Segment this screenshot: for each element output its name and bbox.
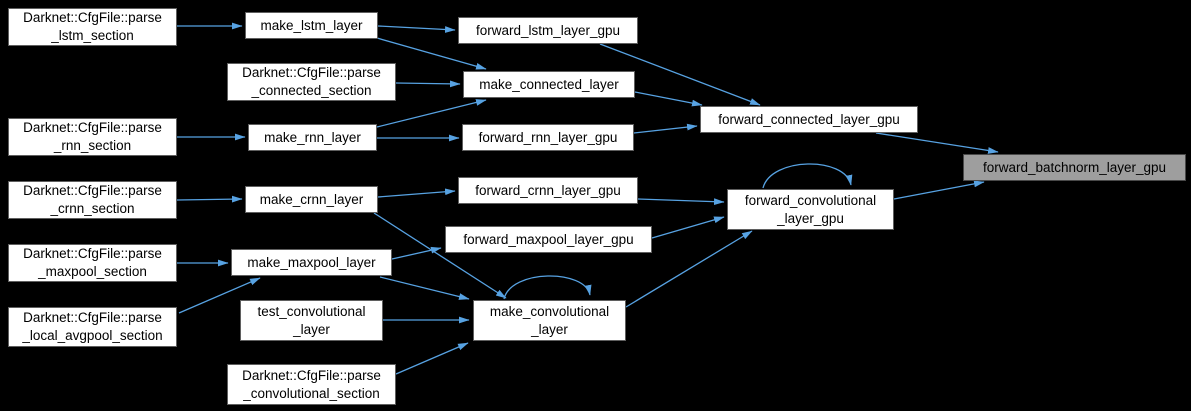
node-forward-rnn-layer-gpu[interactable]: forward_rnn_layer_gpu xyxy=(462,124,634,151)
edge-forward_rnn_layer_gpu-to-forward_connected_layer_gpu xyxy=(633,123,698,134)
edge-parse_local_avgpool_section-to-make_maxpool_layer xyxy=(178,277,261,314)
node-parse-maxpool-section[interactable]: Darknet::CfgFile::parse _maxpool_section xyxy=(8,244,177,282)
node-forward-batchnorm-layer-gpu: forward_batchnorm_layer_gpu xyxy=(963,154,1186,181)
node-make-connected-layer[interactable]: make_connected_layer xyxy=(463,71,635,98)
edge-make_convolutional_layer-self-loop xyxy=(503,275,592,300)
node-forward-crnn-layer-gpu[interactable]: forward_crnn_layer_gpu xyxy=(458,177,638,204)
node-label: make_maxpool_layer xyxy=(247,254,376,270)
node-make-lstm-layer[interactable]: make_lstm_layer xyxy=(245,12,378,39)
node-label: test_convolutional _layer xyxy=(257,303,366,337)
node-parse-rnn-section[interactable]: Darknet::CfgFile::parse _rnn_section xyxy=(8,118,177,156)
edge-make_rnn_layer-to-make_connected_layer xyxy=(376,99,487,128)
edge-make_lstm_layer-to-forward_lstm_layer_gpu xyxy=(377,25,456,33)
node-label: make_crnn_layer xyxy=(259,191,364,207)
node-parse-crnn-section[interactable]: Darknet::CfgFile::parse _crnn_section xyxy=(8,181,177,219)
node-test-convolutional-layer[interactable]: test_convolutional _layer xyxy=(240,300,383,341)
node-label: Darknet::CfgFile::parse _local_avgpool_s… xyxy=(22,310,163,343)
node-label: make_convolutional _layer xyxy=(489,303,610,337)
edge-forward_lstm_layer_gpu-to-forward_connected_layer_gpu xyxy=(599,43,761,106)
edge-forward_connected_layer_gpu-to-forward_batchnorm_layer_gpu xyxy=(875,132,999,154)
node-label: Darknet::CfgFile::parse _convolutional_s… xyxy=(242,367,381,401)
node-label: Darknet::CfgFile::parse _crnn_section xyxy=(23,183,162,216)
node-forward-lstm-layer-gpu[interactable]: forward_lstm_layer_gpu xyxy=(458,17,638,44)
node-label: forward_crnn_layer_gpu xyxy=(475,182,621,198)
node-make-convolutional-layer[interactable]: make_convolutional _layer xyxy=(473,300,626,341)
node-label: Darknet::CfgFile::parse _connected_secti… xyxy=(242,65,381,98)
edge-make_maxpool_layer-to-make_convolutional_layer xyxy=(379,276,470,300)
edge-forward_convolutional_layer_gpu-to-forward_batchnorm_layer_gpu xyxy=(893,180,985,200)
node-make-maxpool-layer[interactable]: make_maxpool_layer xyxy=(231,249,392,276)
node-label: forward_rnn_layer_gpu xyxy=(478,129,618,145)
node-label: make_lstm_layer xyxy=(260,17,363,33)
node-forward-convolutional-layer-gpu[interactable]: forward_convolutional _layer_gpu xyxy=(727,189,894,230)
edge-make_convolutional_layer-to-forward_convolutional_layer_gpu xyxy=(625,230,753,308)
node-parse-local-avgpool-section[interactable]: Darknet::CfgFile::parse _local_avgpool_s… xyxy=(8,307,177,347)
edge-forward_convolutional_layer_gpu-self-loop xyxy=(762,163,853,189)
edge-parse_convolutional_section-to-make_convolutional_layer xyxy=(395,342,469,375)
edge-make_crnn_layer-to-make_convolutional_layer xyxy=(373,212,507,299)
node-parse-lstm-section[interactable]: Darknet::CfgFile::parse _lstm_section xyxy=(8,8,177,46)
node-label: Darknet::CfgFile::parse _lstm_section xyxy=(23,10,162,43)
edge-forward_crnn_layer_gpu-to-forward_convolutional_layer_gpu xyxy=(637,198,725,206)
node-make-rnn-layer[interactable]: make_rnn_layer xyxy=(248,124,377,151)
node-forward-maxpool-layer-gpu[interactable]: forward_maxpool_layer_gpu xyxy=(445,226,652,253)
edge-forward_maxpool_layer_gpu-to-forward_convolutional_layer_gpu xyxy=(651,216,725,239)
node-label: forward_connected_layer_gpu xyxy=(718,111,900,127)
edge-parse_crnn_section-to-make_crnn_layer xyxy=(176,195,243,203)
node-label: forward_maxpool_layer_gpu xyxy=(463,231,634,247)
edge-make_crnn_layer-to-forward_crnn_layer_gpu xyxy=(377,188,456,198)
node-label: make_connected_layer xyxy=(479,76,619,92)
node-label: make_rnn_layer xyxy=(264,129,361,145)
node-label: Darknet::CfgFile::parse _rnn_section xyxy=(23,120,162,153)
node-parse-connected-section[interactable]: Darknet::CfgFile::parse _connected_secti… xyxy=(227,63,396,101)
node-label: forward_batchnorm_layer_gpu xyxy=(982,159,1167,175)
edge-parse_connected_section-to-make_connected_layer xyxy=(395,80,461,88)
node-label: forward_convolutional _layer_gpu xyxy=(744,192,877,226)
edge-make_connected_layer-to-forward_connected_layer_gpu xyxy=(634,91,703,107)
node-parse-convolutional-section[interactable]: Darknet::CfgFile::parse _convolutional_s… xyxy=(227,364,396,405)
edge-make_maxpool_layer-to-forward_maxpool_layer_gpu xyxy=(391,246,442,260)
node-label: Darknet::CfgFile::parse _maxpool_section xyxy=(23,246,162,279)
node-forward-connected-layer-gpu[interactable]: forward_connected_layer_gpu xyxy=(700,106,918,133)
edge-make_lstm_layer-to-make_connected_layer xyxy=(376,37,487,70)
node-make-crnn-layer[interactable]: make_crnn_layer xyxy=(245,186,378,213)
node-label: forward_lstm_layer_gpu xyxy=(475,22,621,38)
